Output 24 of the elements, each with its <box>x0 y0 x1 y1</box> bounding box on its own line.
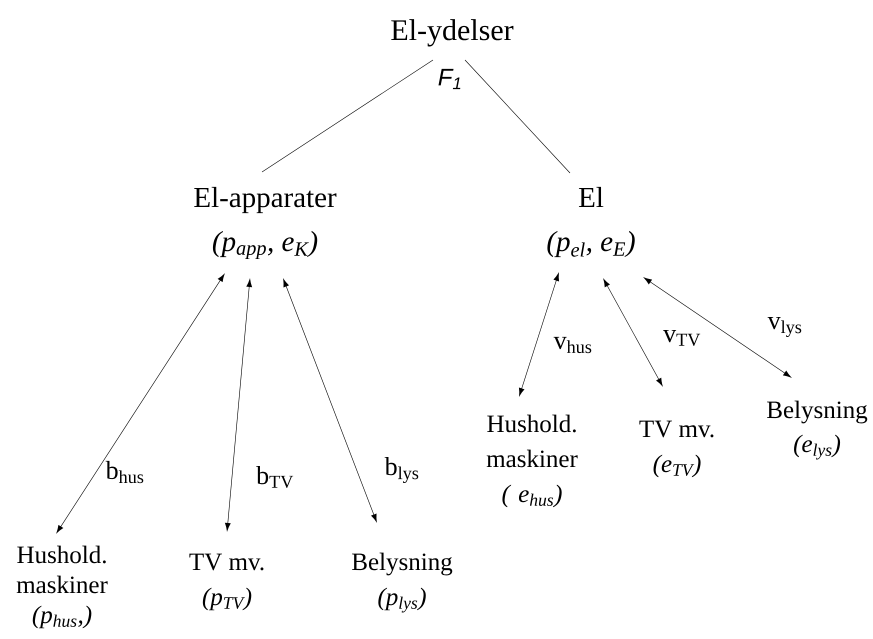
double-arrow <box>283 279 377 522</box>
item-text: TV mv. (e$_{TV}$) <box>639 420 714 478</box>
item-text: Belysning (e$_{lys}$) <box>767 400 868 460</box>
edge-label: v$_{TV}$ <box>663 330 700 346</box>
item-text: Hushold. maskiner (p$_{hus}$,) <box>16 546 108 628</box>
double-arrow <box>603 278 663 386</box>
heading-text: El-ydelser <box>391 19 514 46</box>
function-label: F$_{1}$ <box>438 68 460 90</box>
category-text: El (p$_{el}$, e$_{E}$) <box>547 186 635 258</box>
edge-label: v$_{lys}$ <box>768 317 802 337</box>
connector-line <box>464 60 570 174</box>
edge-label: b$_{TV}$ <box>256 466 294 488</box>
double-arrow <box>518 273 560 396</box>
item-text: Belysning (p$_{lys}$) <box>352 552 452 612</box>
item-text: TV mv. (p$_{TV}$) <box>189 554 264 610</box>
double-arrow <box>56 274 225 534</box>
category-text: El-apparater (p$_{app}$, e$_{K}$) <box>194 186 336 260</box>
edge-label: b$_{hus}$ <box>106 460 144 484</box>
double-arrow <box>225 279 252 531</box>
connector-line <box>262 60 434 172</box>
double-arrow <box>644 277 792 378</box>
edge-label: v$_{hus}$ <box>554 336 592 354</box>
item-text: Hushold. maskiner ( e$_{hus}$) <box>486 414 578 508</box>
edge-label: b$_{lys}$ <box>384 456 418 483</box>
